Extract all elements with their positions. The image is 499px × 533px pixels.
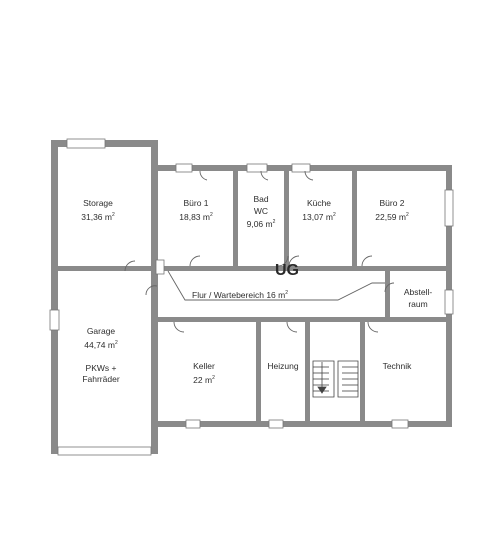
room-kueche: Küche 13,07 m2	[290, 198, 348, 223]
room-keller: Keller 22 m2	[172, 361, 236, 386]
room-note: PKWs +	[85, 362, 117, 373]
room-name: raum	[408, 298, 428, 309]
room-name: Büro 2	[379, 198, 405, 208]
room-area: 9,06 m	[246, 218, 273, 229]
area-unit-superscript: 2	[111, 211, 115, 218]
room-buero1: Büro 1 18,83 m2	[164, 198, 228, 223]
area-unit-superscript: 2	[332, 211, 336, 218]
room-name: Büro 1	[183, 198, 209, 208]
room-garage: Garage 44,74 m2 PKWs + Fahrräder	[62, 326, 140, 386]
area-unit-superscript: 2	[212, 374, 215, 381]
room-abstellraum: Abstell- raum	[394, 287, 442, 310]
area-unit-superscript: 2	[285, 290, 288, 297]
room-area: 31,36 m	[81, 211, 112, 222]
room-area: 44,74 m	[84, 339, 115, 350]
room-technik: Technik	[368, 361, 426, 373]
room-area: 13,07 m	[302, 211, 333, 222]
room-name: Keller	[193, 361, 215, 371]
corridor-outline	[167, 270, 385, 301]
room-name: WC	[253, 205, 269, 216]
area-unit-superscript: 2	[209, 211, 213, 218]
room-flur: Flur / Wartebereich 16 m2	[192, 290, 288, 300]
room-name: Heizung	[267, 361, 299, 371]
windows	[49, 138, 454, 429]
room-name: Bad	[253, 194, 269, 204]
room-name: Storage	[83, 198, 113, 208]
room-name: Garage	[86, 326, 116, 336]
room-heizung: Heizung	[261, 361, 305, 373]
floor-label: UG	[275, 262, 299, 279]
stairs	[312, 360, 359, 398]
room-name: Küche	[306, 198, 332, 208]
room-bad-wc: Bad WC 9,06 m2	[239, 194, 283, 230]
area-unit-superscript: 2	[272, 219, 276, 225]
room-buero2: Büro 2 22,59 m2	[360, 198, 424, 223]
door-swings	[124, 170, 395, 333]
room-name: Flur / Wartebereich 16 m	[192, 290, 286, 300]
room-note: Fahrräder	[82, 374, 120, 385]
room-area: 22 m	[193, 374, 213, 385]
room-name: Technik	[382, 361, 412, 371]
room-area: 18,83 m	[179, 211, 210, 222]
area-unit-superscript: 2	[405, 211, 409, 218]
room-name: Abstell-	[403, 287, 433, 297]
garage-door	[57, 446, 152, 456]
room-area: 22,59 m	[375, 211, 406, 222]
room-storage: Storage 31,36 m2	[62, 198, 134, 223]
area-unit-superscript: 2	[114, 339, 118, 346]
